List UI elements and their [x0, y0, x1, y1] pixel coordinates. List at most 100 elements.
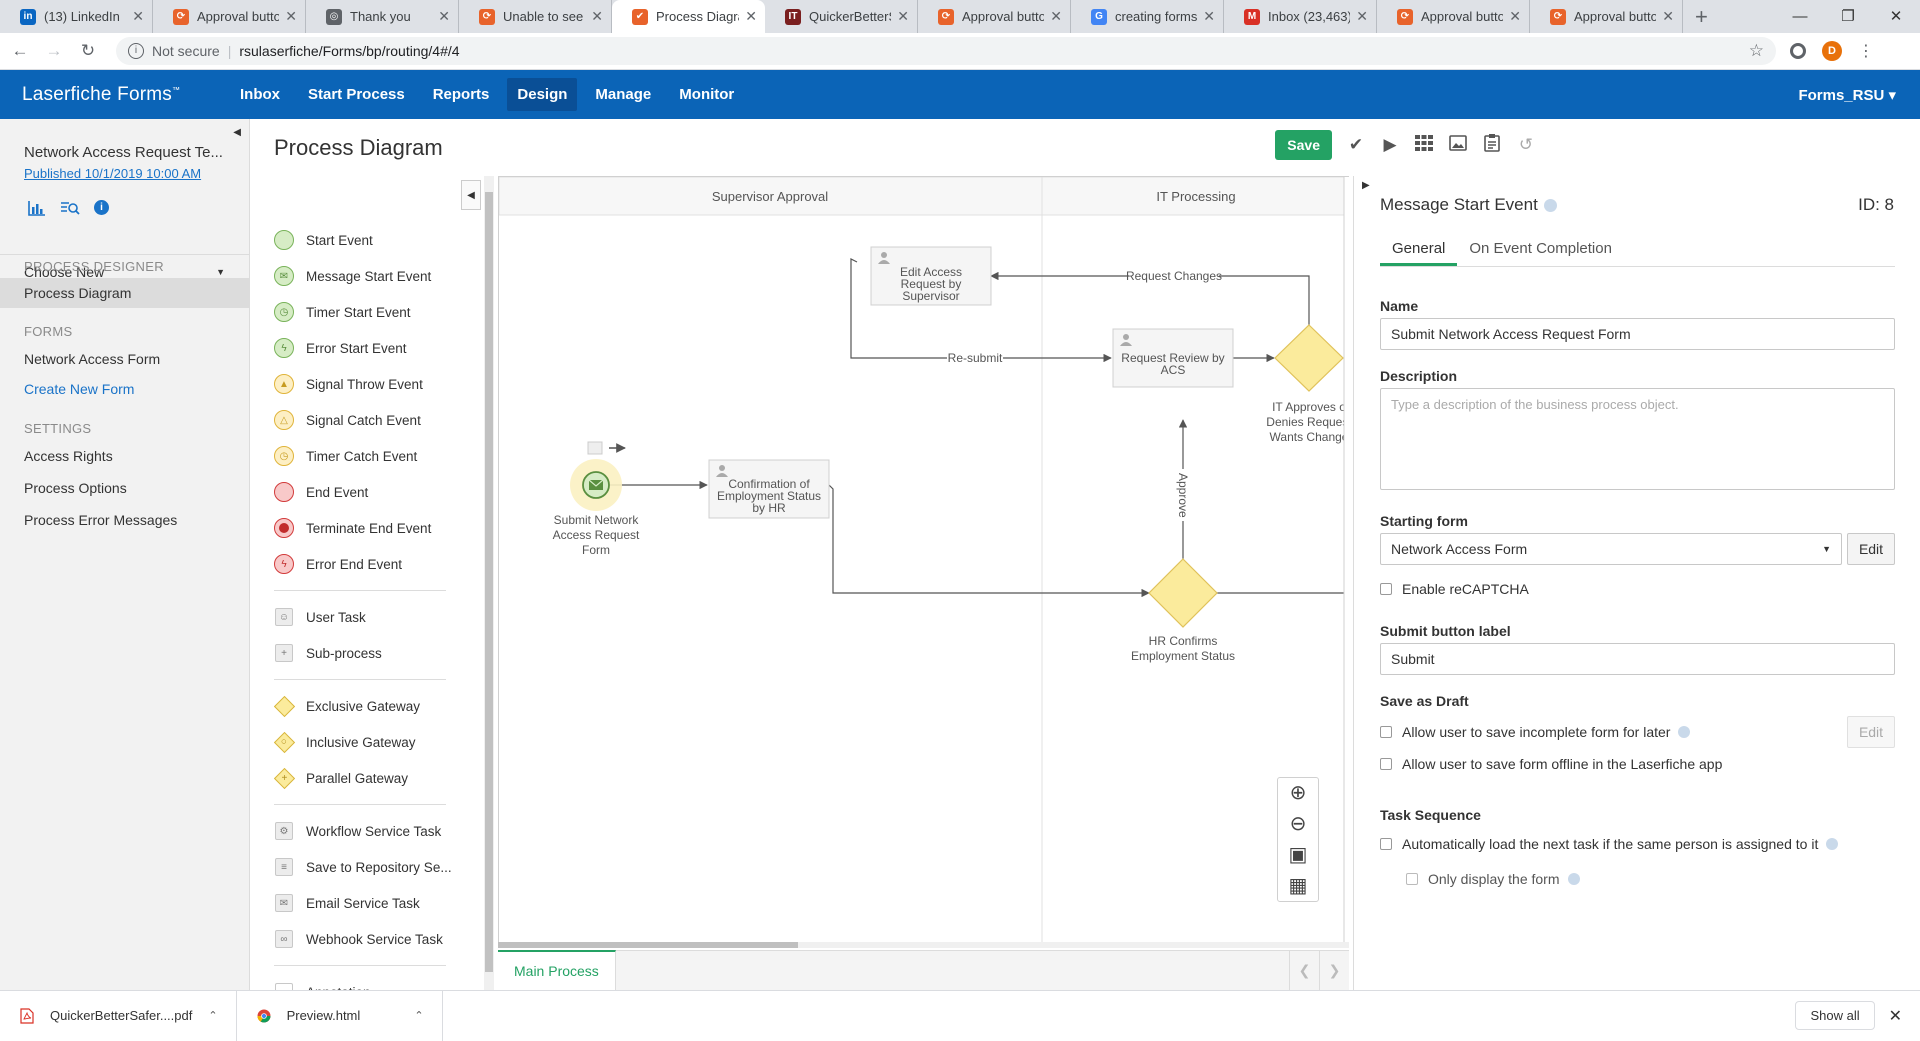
app-brand[interactable]: Laserfiche Forms™ [22, 84, 230, 106]
reload-icon[interactable]: ↻ [80, 41, 96, 60]
palette-item[interactable]: ◷Timer Start Event [274, 294, 464, 330]
palette-item[interactable]: ⚙Workflow Service Task [274, 813, 464, 849]
close-tab-icon[interactable]: ✕ [1050, 8, 1062, 24]
fit-to-screen-icon[interactable]: ▣ [1288, 844, 1308, 866]
nav-inbox[interactable]: Inbox [240, 86, 280, 103]
auto-load-checkbox[interactable] [1380, 838, 1392, 850]
palette-scrollbar[interactable] [484, 176, 494, 990]
gateway-it-approves[interactable] [1274, 324, 1344, 392]
bookmark-star-icon[interactable]: ☆ [1748, 41, 1764, 60]
browser-tab[interactable]: ◎Thank you✕ [306, 0, 459, 33]
browser-tab[interactable]: ⟳Approval button✕ [153, 0, 306, 33]
nav-design[interactable]: Design [507, 78, 578, 111]
browser-tab[interactable]: ⟳Approval button✕ [918, 0, 1071, 33]
close-window-icon[interactable]: ✕ [1889, 8, 1903, 25]
save-button[interactable]: Save [1275, 130, 1332, 160]
only-display-form-checkbox[interactable] [1406, 873, 1418, 885]
help-icon[interactable] [1543, 199, 1557, 213]
palette-scroll-thumb[interactable] [485, 192, 493, 972]
task-edit-access[interactable] [870, 246, 992, 306]
sidebar-item-network-access-form[interactable]: Network Access Form [24, 351, 161, 367]
new-tab-button[interactable]: + [1695, 4, 1708, 29]
gateway-hr-confirms[interactable] [1148, 558, 1218, 628]
run-play-icon[interactable]: ▶ [1383, 135, 1397, 154]
flow-request-changes[interactable] [990, 271, 1310, 325]
task-request-review[interactable] [1112, 328, 1234, 388]
zoom-in-icon[interactable]: ⊕ [1289, 782, 1307, 804]
starting-form-select[interactable]: Network Access Form ▼ [1380, 533, 1842, 565]
help-icon[interactable] [1826, 838, 1839, 850]
tab-main-process[interactable]: Main Process [498, 950, 616, 991]
palette-item[interactable]: ∞Webhook Service Task [274, 921, 464, 957]
nav-manage[interactable]: Manage [595, 86, 652, 103]
download-item-pdf[interactable]: QuickerBetterSafer....pdf ⌃ [0, 990, 237, 1041]
sidebar-item-process-error-messages[interactable]: Process Error Messages [24, 512, 178, 528]
palette-item[interactable]: ≡Save to Repository Se... [274, 849, 464, 885]
close-tab-icon[interactable]: ✕ [132, 8, 144, 24]
info-icon[interactable]: i [94, 200, 109, 215]
palette-item[interactable]: Start Event [274, 222, 464, 258]
search-list-icon[interactable] [60, 200, 80, 220]
palette-item[interactable]: Annotation [274, 974, 464, 990]
close-tab-icon[interactable]: ✕ [1509, 8, 1521, 24]
palette-item[interactable]: ✉Email Service Task [274, 885, 464, 921]
close-downloads-icon[interactable]: ✕ [1888, 1007, 1902, 1025]
collapse-sidebar-icon[interactable]: ◀ [233, 127, 241, 138]
prev-tab-icon[interactable]: ❮ [1289, 951, 1319, 990]
palette-item[interactable]: End Event [274, 474, 464, 510]
profile-avatar[interactable]: D [1822, 41, 1842, 61]
validate-check-icon[interactable]: ✔ [1348, 135, 1364, 154]
nav-start-process[interactable]: Start Process [308, 86, 405, 103]
create-new-form-link[interactable]: Create New Form [24, 381, 135, 397]
minimap-icon[interactable]: ▦ [1288, 875, 1308, 897]
next-tab-icon[interactable]: ❯ [1319, 951, 1349, 990]
undo-icon[interactable]: ↺ [1518, 135, 1534, 154]
forward-icon[interactable]: → [45, 41, 63, 60]
canvas-scroll-thumb[interactable] [498, 942, 798, 948]
palette-item[interactable]: Terminate End Event [274, 510, 464, 546]
close-tab-icon[interactable]: ✕ [438, 8, 450, 24]
close-tab-icon[interactable]: ✕ [1203, 8, 1215, 24]
tab-general[interactable]: General [1380, 235, 1458, 266]
palette-item[interactable]: ☺User Task [274, 599, 464, 635]
chevron-up-icon[interactable]: ⌃ [414, 1010, 424, 1022]
close-tab-icon[interactable]: ✕ [591, 8, 603, 24]
palette-item[interactable]: +Sub-process [274, 635, 464, 671]
browser-menu-icon[interactable]: ⋮ [1858, 43, 1874, 60]
url-text[interactable]: rsulaserfiche/Forms/bp/routing/4#/4 [239, 43, 460, 59]
lane-supervisor-approval[interactable]: Supervisor Approval [712, 189, 828, 204]
url-omnibox[interactable]: i Not secure | rsulaserfiche/Forms/bp/ro… [116, 37, 1776, 65]
name-field[interactable]: Submit Network Access Request Form [1380, 318, 1895, 350]
close-tab-icon[interactable]: ✕ [1356, 8, 1368, 24]
image-export-icon[interactable] [1448, 134, 1468, 156]
browser-tab[interactable]: in(13) LinkedIn✕ [0, 0, 153, 33]
browser-tab[interactable]: ⟳Approval button✕ [1530, 0, 1683, 33]
user-menu[interactable]: Forms_RSU ▾ [1798, 86, 1896, 104]
draft-offline-checkbox[interactable] [1380, 758, 1392, 770]
published-link[interactable]: Published 10/1/2019 10:00 AM [24, 166, 202, 181]
browser-tab[interactable]: ⟳Unable to see Us✕ [459, 0, 612, 33]
show-all-downloads-button[interactable]: Show all [1795, 1001, 1875, 1030]
palette-item[interactable]: ✉Message Start Event [274, 258, 464, 294]
palette-item[interactable]: Exclusive Gateway [274, 688, 464, 724]
chevron-up-icon[interactable]: ⌃ [208, 1010, 218, 1022]
lane-it-processing[interactable]: IT Processing [1156, 189, 1235, 204]
download-item-html[interactable]: Preview.html ⌃ [237, 990, 443, 1041]
browser-tab[interactable]: ✔Process Diagram✕ [612, 0, 765, 33]
help-icon[interactable] [1567, 873, 1580, 885]
collapse-panel-icon[interactable]: ▶ [1362, 180, 1370, 191]
maximize-icon[interactable]: ❐ [1841, 8, 1855, 25]
submit-button-label-field[interactable]: Submit [1380, 643, 1895, 675]
description-field[interactable]: Type a description of the business proce… [1380, 388, 1895, 490]
toggle-palette-icon[interactable]: ◀ [461, 180, 481, 210]
zoom-out-icon[interactable]: ⊖ [1289, 813, 1307, 835]
close-tab-icon[interactable]: ✕ [745, 8, 757, 24]
close-tab-icon[interactable]: ✕ [285, 8, 297, 24]
tab-on-event-completion[interactable]: On Event Completion [1469, 240, 1612, 257]
diagram-canvas[interactable]: Supervisor Approval IT Processing Approv… [498, 176, 1350, 947]
help-icon[interactable] [1678, 726, 1691, 738]
palette-item[interactable]: ▲Signal Throw Event [274, 366, 464, 402]
edit-draft-button[interactable]: Edit [1847, 716, 1895, 748]
canvas-h-scrollbar[interactable] [498, 942, 1349, 948]
sidebar-item-process-options[interactable]: Process Options [24, 480, 127, 496]
